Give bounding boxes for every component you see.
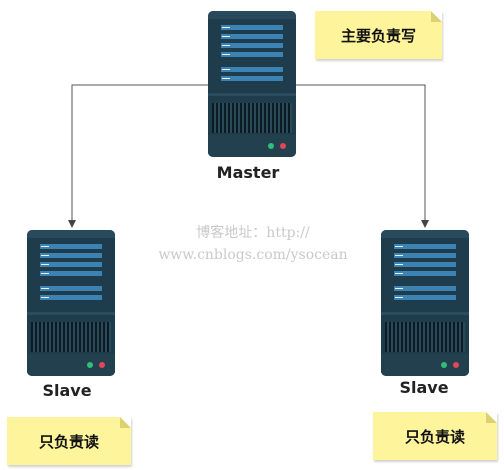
server-vent-grille: [212, 103, 292, 133]
right-slave-role-note-text: 只负责读: [404, 427, 465, 446]
master-role-note: 主要负责写: [315, 11, 442, 59]
connector-master-to-right-slave: [295, 84, 429, 228]
right-slave-role-note: 只负责读: [373, 412, 497, 460]
right-slave-label: Slave: [399, 378, 449, 397]
status-led-green: [268, 143, 274, 149]
status-led-red: [99, 362, 105, 368]
status-led-red: [280, 143, 286, 149]
server-vent-grille: [385, 322, 465, 352]
left-slave-label: Slave: [42, 381, 92, 400]
master-server-icon: [208, 11, 296, 157]
status-led-green: [87, 362, 93, 368]
watermark-line-1: 博客地址：http://: [196, 225, 310, 241]
watermark-line-2: www.cnblogs.com/ysocean: [158, 247, 348, 263]
server-drive-panel: [40, 244, 102, 302]
right-slave-server-icon: [381, 230, 469, 376]
server-drive-panel: [221, 25, 283, 83]
master-role-note-text: 主要负责写: [340, 26, 416, 45]
left-slave-server-icon: [27, 230, 115, 376]
left-slave-role-note: 只负责读: [7, 417, 131, 465]
status-led-green: [441, 362, 447, 368]
left-slave-role-note-text: 只负责读: [38, 432, 99, 451]
server-drive-panel: [394, 244, 456, 302]
connector-master-to-left-slave: [68, 84, 208, 228]
server-vent-grille: [31, 322, 111, 352]
master-label: Master: [216, 163, 280, 182]
watermark: 博客地址：http:// www.cnblogs.com/ysocean: [148, 222, 358, 266]
status-led-red: [453, 362, 459, 368]
